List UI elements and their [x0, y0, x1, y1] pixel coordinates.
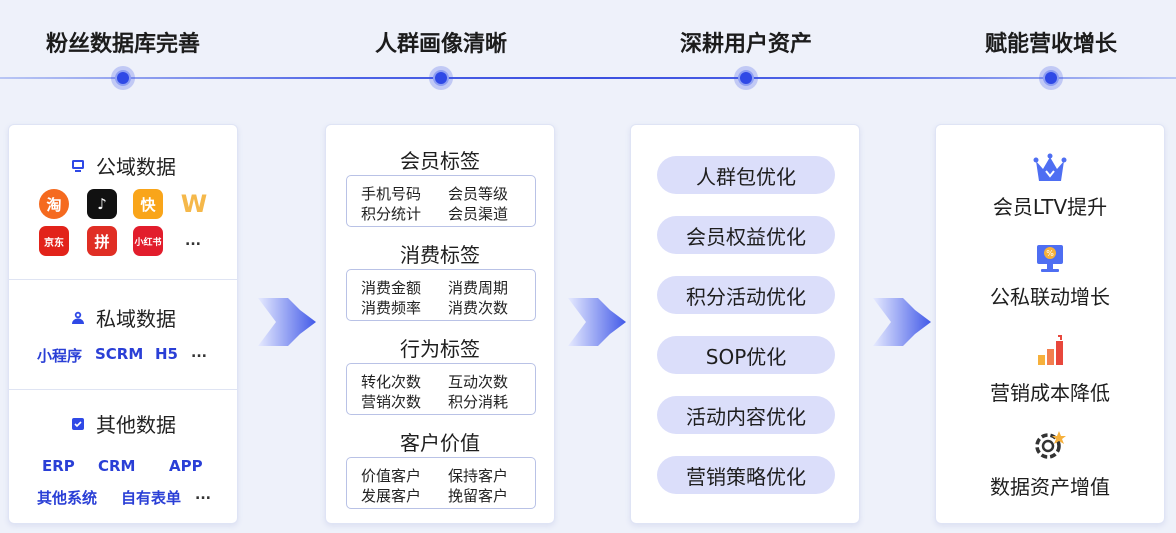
- tag-item: 会员等级: [448, 185, 509, 203]
- private-data-title: 私域数据: [96, 307, 176, 331]
- checklist-icon: [70, 416, 86, 432]
- tag-group-title: 行为标签: [400, 337, 480, 361]
- douyin-icon: ♪: [87, 189, 117, 219]
- tag-item: 发展客户: [361, 487, 422, 505]
- flow-arrow-1: [258, 298, 316, 346]
- tag-box: 价值客户 保持客户 发展客户 挽留客户: [346, 457, 536, 509]
- tag-group-title: 消费标签: [400, 243, 480, 267]
- outcome-label: 数据资产增值: [990, 475, 1110, 499]
- stage-title-3: 深耕用户资产: [679, 32, 812, 57]
- flow-arrow-2: [568, 298, 626, 346]
- weibo-like-icon: W: [180, 190, 208, 218]
- outcome-label: 公私联动增长: [990, 285, 1110, 309]
- optimization-pill: SOP优化: [657, 336, 835, 374]
- flow-arrow-3: [873, 298, 931, 346]
- public-data-heading: 公域数据: [9, 151, 237, 180]
- tag-group-title: 客户价值: [400, 431, 480, 455]
- optimization-pill: 会员权益优化: [657, 216, 835, 254]
- timeline-dot-3: [734, 66, 758, 90]
- tag-item: 消费次数: [448, 299, 509, 317]
- data-sources-card: 公域数据 淘 ♪ 快 W 京东 拼 小红书 ... 私域数据 小程序 SCRM …: [8, 124, 238, 524]
- other-data-heading: 其他数据: [9, 409, 237, 438]
- xiaohongshu-icon: 小红书: [133, 226, 163, 256]
- tag-box: 手机号码 会员等级 积分统计 会员渠道: [346, 175, 536, 227]
- optimization-pill: 营销策略优化: [657, 456, 835, 494]
- tag-item: 消费金额: [361, 279, 422, 297]
- kuaishou-icon: 快: [133, 189, 163, 219]
- other-data-title: 其他数据: [96, 413, 176, 437]
- section-divider: [9, 279, 237, 280]
- private-item-miniprogram: 小程序: [37, 347, 83, 365]
- tag-item: 积分消耗: [448, 393, 509, 411]
- svg-text:%: %: [1046, 249, 1054, 258]
- other-item-forms: 自有表单: [121, 489, 182, 507]
- stage-title-1: 粉丝数据库完善: [45, 32, 200, 57]
- outcome-label: 营销成本降低: [990, 381, 1110, 405]
- tag-box: 消费金额 消费周期 消费频率 消费次数: [346, 269, 536, 321]
- jd-icon: 京东: [39, 226, 69, 256]
- monitor-coin-icon: %: [1037, 245, 1063, 272]
- other-item-more: ...: [195, 487, 211, 503]
- optimization-pill: 活动内容优化: [657, 396, 835, 434]
- stage-title-2: 人群画像清晰: [374, 32, 507, 57]
- pinduoduo-icon: 拼: [87, 226, 117, 256]
- tag-box: 转化次数 互动次数 营销次数 积分消耗: [346, 363, 536, 415]
- monitor-icon: [70, 158, 86, 174]
- taobao-icon: 淘: [39, 189, 69, 219]
- portrait-tags-card: 会员标签 手机号码 会员等级 积分统计 会员渠道 消费标签 消费金额 消费周期 …: [325, 124, 555, 524]
- tag-item: 手机号码: [361, 185, 422, 203]
- stage-title-4: 赋能营收增长: [984, 32, 1117, 57]
- tag-item: 挽留客户: [448, 487, 509, 505]
- other-item-systems: 其他系统: [37, 489, 98, 507]
- tag-item: 转化次数: [361, 373, 422, 391]
- public-data-title: 公域数据: [96, 155, 176, 179]
- outcome-label: 会员LTV提升: [992, 195, 1108, 219]
- tag-item: 消费频率: [361, 299, 422, 317]
- bar-chart-icon: [1038, 335, 1063, 365]
- private-item-scrm: SCRM: [95, 345, 144, 363]
- tag-item: 营销次数: [361, 393, 422, 411]
- other-item-app: APP: [169, 457, 203, 475]
- optimization-card: 人群包优化 会员权益优化 积分活动优化 SOP优化 活动内容优化 营销策略优化: [630, 124, 860, 524]
- optimization-pill: 人群包优化: [657, 156, 835, 194]
- other-item-crm: CRM: [98, 457, 136, 475]
- section-divider: [9, 389, 237, 390]
- tag-item: 互动次数: [448, 373, 509, 391]
- optimization-pill: 积分活动优化: [657, 276, 835, 314]
- tag-item: 保持客户: [448, 467, 509, 485]
- timeline-dot-2: [429, 66, 453, 90]
- gear-star-icon: [1035, 431, 1066, 459]
- timeline-dot-4: [1039, 66, 1063, 90]
- private-item-more: ...: [191, 345, 207, 361]
- timeline-line: [0, 77, 1176, 79]
- users-icon: [70, 310, 86, 326]
- more-platforms: ...: [185, 233, 201, 249]
- crown-icon: [1033, 153, 1067, 181]
- timeline-dot-1: [111, 66, 135, 90]
- tag-item: 积分统计: [361, 205, 422, 223]
- tag-group-title: 会员标签: [400, 149, 480, 173]
- private-data-heading: 私域数据: [9, 303, 237, 332]
- other-item-erp: ERP: [42, 457, 75, 475]
- tag-item: 会员渠道: [448, 205, 509, 223]
- private-item-h5: H5: [155, 345, 178, 363]
- outcomes-card: 会员LTV提升 % 公私联动增长 营销成本降低 数据资产增值: [935, 124, 1165, 524]
- tag-item: 价值客户: [361, 467, 422, 485]
- tag-item: 消费周期: [448, 279, 509, 297]
